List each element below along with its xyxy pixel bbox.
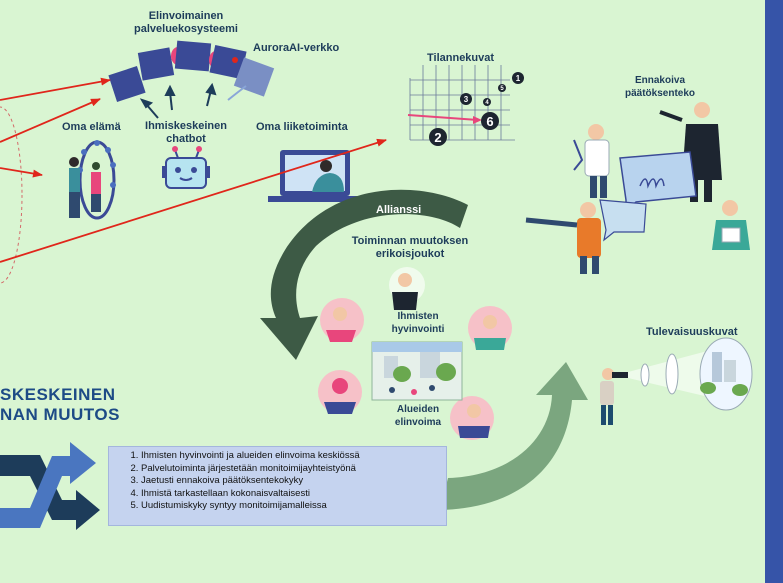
- marker-6: 6: [486, 114, 493, 129]
- loop-arrow-light: [440, 362, 588, 510]
- loop-arrow-dark: [260, 189, 468, 360]
- future-telescope-illustration: [600, 337, 753, 425]
- aurora-label: AuroraAI-verkko: [253, 42, 340, 54]
- red-pointer-arrows: [0, 77, 387, 263]
- mirror-person-icon: [69, 140, 116, 220]
- tulevaisuus-label: Tulevaisuuskuvat: [646, 326, 738, 338]
- oma-elama-label: Oma elämä: [62, 121, 121, 133]
- decision-makers-illustration: [525, 102, 750, 274]
- marker-1: 1: [516, 74, 521, 83]
- upward-arrows: [139, 82, 247, 119]
- marker-5: 5: [500, 86, 504, 92]
- allianssi-label: Allianssi: [376, 204, 422, 216]
- heading-line-1: SKESKEINEN: [0, 385, 116, 404]
- list-item: Uudistumiskyky syntyy monitoimijamalleis…: [141, 500, 446, 513]
- tilannekuvat-label: Tilannekuvat: [427, 52, 495, 64]
- ecosystem-blocks: [108, 40, 275, 102]
- chatbot-robot-icon: [162, 146, 210, 189]
- heading-line-2: NAN MUUTOS: [0, 405, 120, 424]
- list-item: Palvelutoiminta järjestetään monitoimija…: [141, 463, 446, 476]
- marker-4: 4: [485, 100, 489, 106]
- principles-list: Ihmisten hyvinvointi ja alueiden elinvoi…: [109, 450, 446, 513]
- list-item: Ihmisten hyvinvointi ja alueiden elinvoi…: [141, 450, 446, 463]
- dashed-oval: [0, 106, 23, 284]
- marker-2: 2: [434, 130, 441, 145]
- slide-edge-bar: [765, 0, 783, 583]
- shuffle-arrows-icon: [0, 442, 100, 530]
- laptop-person-icon: [268, 150, 362, 202]
- list-item: Ihmistä tarkastellaan kokonaisvaltaisest…: [141, 488, 446, 501]
- principles-list-box: Ihmisten hyvinvointi ja alueiden elinvoi…: [108, 446, 447, 526]
- list-item: Jaetusti ennakoiva päätöksentekokyky: [141, 475, 446, 488]
- marker-3: 3: [464, 95, 469, 104]
- park-scene: [371, 341, 463, 401]
- oma-liiketoiminta-label: Oma liiketoiminta: [256, 121, 348, 133]
- chart-number-markers: 1 3 4 5 6 2: [429, 72, 524, 146]
- center-people: [318, 267, 512, 440]
